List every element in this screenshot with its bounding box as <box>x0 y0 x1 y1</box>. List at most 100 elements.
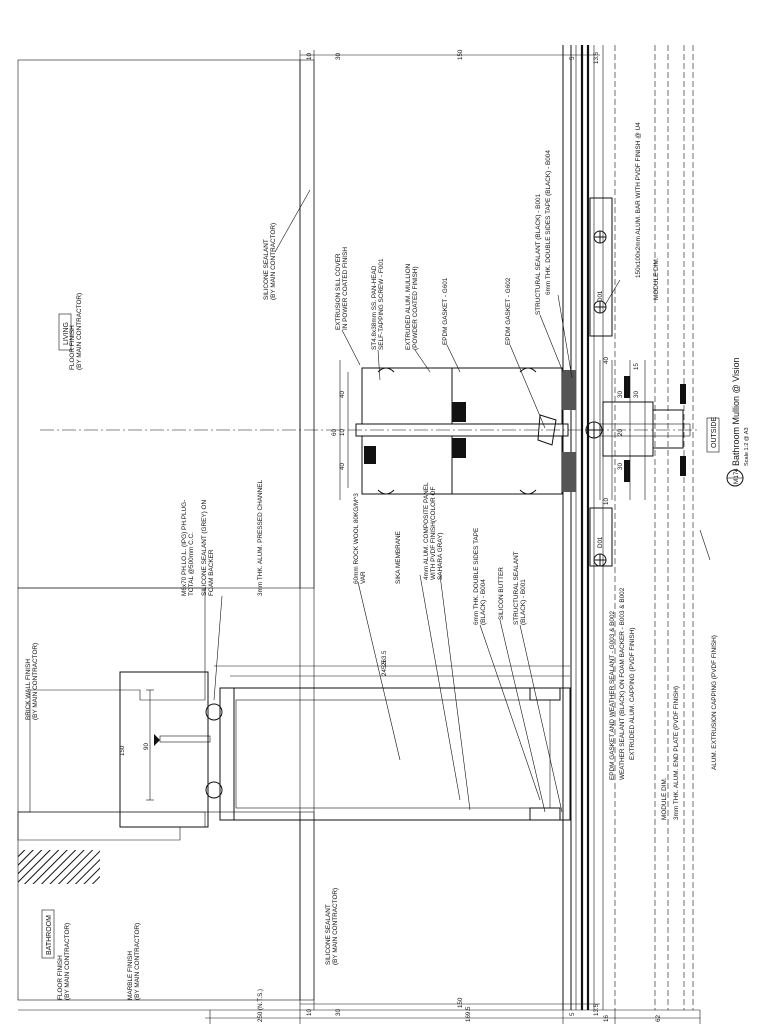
foam-backer-a <box>205 703 223 721</box>
note-alum-bar: 150x100x2mm ALUM. BAR WITH PVDF FINISH @… <box>635 122 642 278</box>
rock-wool-panel <box>146 687 571 821</box>
mullion-outer-left <box>451 367 563 425</box>
room-labels: LIVING BATHROOM OUTSIDE <box>41 313 720 959</box>
dim-bottom-3: 169.5 <box>465 1006 472 1022</box>
note-module-top: MODULE DIM. <box>653 257 660 300</box>
title-name: Bathroom Mullion @ Vision <box>731 357 741 466</box>
room-living: LIVING <box>63 322 70 345</box>
rock-wool-fill <box>235 699 551 809</box>
note-silicone-sealant-low: SILICONE SEALANT(BY MAIN CONTRACTOR) <box>325 888 339 965</box>
screed-strip-top <box>299 59 315 589</box>
note-tape-low: 6mm THK. DOUBLE SIDES TAPE(BLACK) - B004 <box>473 528 487 625</box>
callouts: D01 D01 <box>597 290 604 548</box>
dim-top-1: 30 <box>335 53 342 60</box>
dim-bottom-6: 5 <box>569 1012 576 1016</box>
note-floor-finish-low: FLOOR FINISH(BY MAIN CONTRACTOR) <box>57 923 71 1000</box>
thermal-break <box>537 414 557 446</box>
room-bathroom: BATHROOM <box>46 915 53 955</box>
dimension-labels: 10 30 150 5 13.5 60 40 40 10 30 40 20 30… <box>119 49 662 1022</box>
panel-frame <box>219 687 571 821</box>
note-weather-sealant: WEATHER SEALANT (BLACK) ON FOAM BACKER -… <box>619 587 626 780</box>
dim-mid-7: 30 <box>617 463 624 470</box>
dim-mid-4: 30 <box>617 391 624 398</box>
notes: FLOOR FINISH(BY MAIN CONTRACTOR) SILICON… <box>25 122 718 1000</box>
dim-bay-1: 245.5 <box>381 660 388 676</box>
dim-mid-0: 60 <box>331 429 338 436</box>
note-rock-wool: 60mm ROCK WOOL 80KG/M^3VAR <box>353 493 367 584</box>
note-alum-capping: EXTRUDED ALUM. CAPPING (PVDF FINISH) <box>629 628 636 760</box>
facade-lines <box>18 45 700 1011</box>
dim-top-2: 150 <box>457 49 464 60</box>
title-tag-sub: 4 <box>733 468 740 472</box>
note-sealant-foam: SILICONE SEALANT (GREY) ONFOAM BACKER <box>201 499 215 596</box>
note-module-low: MODULE DIM. <box>661 777 668 820</box>
brick-wall-pocket <box>119 671 209 828</box>
foam-backer-b <box>205 781 223 799</box>
dim-bottom-4: 150 <box>457 997 464 1008</box>
dim-bottom-7: 16 <box>603 1015 610 1022</box>
dim-mid-6: 20 <box>617 429 624 436</box>
dim-bottom-5: 13.5 <box>593 1003 600 1016</box>
screed-strip-bottom <box>299 811 315 1001</box>
dim-top-0: 10 <box>306 53 313 60</box>
note-gasket-g602: EPDM GASKET - G602 <box>505 277 512 345</box>
dim-top-3: 5 <box>569 56 576 60</box>
pressed-channel-top <box>219 687 235 821</box>
wall-return <box>17 587 206 813</box>
mullion-outer-right <box>451 435 563 495</box>
sill-clip <box>364 446 376 464</box>
dim-bay-2: 150 <box>119 745 126 756</box>
capping-block <box>602 401 654 457</box>
spring-coil-upper <box>624 376 630 398</box>
bathroom-box <box>41 909 55 959</box>
dim-mid-10: 10 <box>603 498 610 505</box>
note-gasket-g601: EPDM GASKET - G601 <box>442 277 449 345</box>
dim-bay-3: 90 <box>143 743 150 750</box>
capping-blocks <box>589 197 613 567</box>
note-pressed-channel: 3mm THK. ALUM. PRESSED CHANNEL <box>257 480 264 596</box>
gasket-set-top <box>377 367 537 495</box>
wall-return-lower <box>17 811 206 841</box>
mullion-section <box>355 367 691 495</box>
dim-mid-3: 10 <box>339 429 346 436</box>
note-end-plate: 3mm THK. ALUM. END PLATE (PVDF FINISH) <box>673 686 680 820</box>
gasket-g601-b <box>452 438 466 458</box>
note-struct-sealant-low: STRUCTURAL SEALANT(BLACK) - B001 <box>513 551 527 625</box>
note-screw: ST4.8x38mm SS. PAN-HEADSELF-TAPPING SCRE… <box>371 258 385 350</box>
title-tag: M17 <box>733 471 740 484</box>
note-brick-wall: BRICK WALL FINISH(BY MAIN CONTRACTOR) <box>25 643 39 720</box>
mullion-web <box>355 423 569 437</box>
note-acp: 4mm ALUM. COMPOSITE PANELWITH PVDF FINIS… <box>423 482 444 580</box>
callout-d01-bottom: D01 <box>597 536 604 548</box>
structure <box>17 50 315 1010</box>
structural-sealant-top <box>562 370 576 410</box>
dim-top-4: 13.5 <box>593 51 600 64</box>
spring-coil-outer-2 <box>680 456 686 476</box>
mullion-left-chamber <box>361 367 453 425</box>
dim-mid-8: 30 <box>633 391 640 398</box>
capping-plate <box>652 409 684 449</box>
title-block: M17 4 Bathroom Mullion @ Vision Scale 1:… <box>726 357 750 487</box>
dim-mid-9: 15 <box>633 363 640 370</box>
note-silicon-butter: SILICON BUTTER <box>498 567 505 620</box>
title-scale: Scale 1:2 @ A3 <box>744 427 750 466</box>
living-box <box>58 313 72 351</box>
note-weather-gasket: EPDM GASKET AND WEATHER SEALANT - G003 &… <box>609 611 616 780</box>
dim-bottom-8: 62 <box>655 1015 662 1022</box>
gasket-g601-a <box>452 402 466 422</box>
structural-sealant-bottom <box>562 452 576 492</box>
channel-clip-b <box>529 807 561 821</box>
note-membrane: SIKA MEMBRANE <box>395 531 402 584</box>
dim-bay-0: 263.5 <box>381 650 388 666</box>
note-anchor: M6x70 PH.LO.L. (IPG) PH.PLUG-TOTAL @500m… <box>181 500 195 596</box>
dim-mid-2: 40 <box>339 463 346 470</box>
channel-clip-a <box>529 687 561 701</box>
room-outside: OUTSIDE <box>711 417 718 448</box>
spring-coil-outer-1 <box>680 384 686 404</box>
dimension-lines <box>205 54 701 1024</box>
callout-d01-top: D01 <box>597 290 604 302</box>
outside-box <box>706 417 720 453</box>
note-struct-sealant-top: STRUCTURAL SEALANT (BLACK) - B001 <box>535 193 542 315</box>
note-silicone-sealant-top: SILICONE SEALANT(BY MAIN CONTRACTOR) <box>263 223 277 300</box>
